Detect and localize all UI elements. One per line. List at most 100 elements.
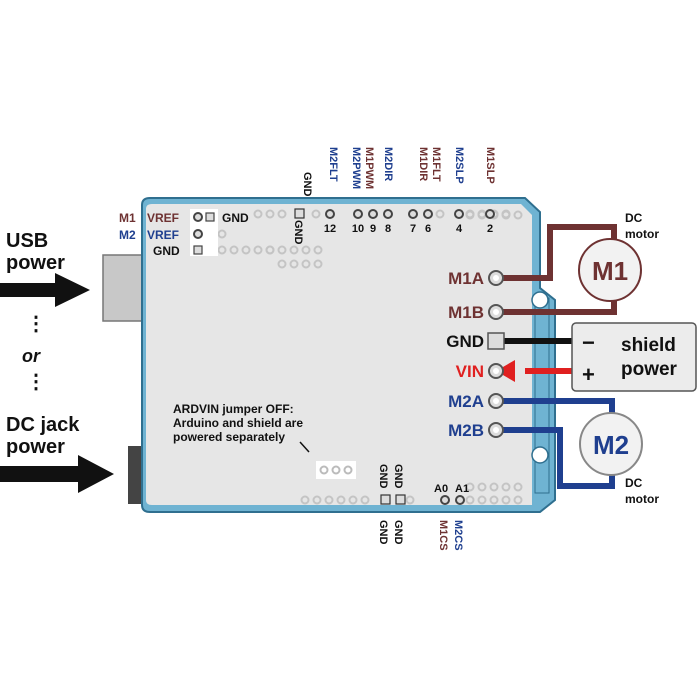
terminal-label-m2b: M2B [448, 421, 484, 440]
pin-hole [465, 495, 475, 505]
pin-hole [311, 209, 321, 219]
pin-hole [229, 245, 239, 255]
top-header-label-m1slp: M1SLP [484, 147, 496, 184]
dc-power-arrow [0, 455, 114, 493]
pin-number-9: 9 [370, 223, 376, 235]
ardvin-pin [331, 465, 341, 475]
m1b-wire [496, 298, 617, 315]
dc-label-line2: power [6, 436, 65, 458]
pin-hole [501, 495, 511, 505]
top-inner-gnd-label: GND [292, 220, 304, 245]
pin-number-4: 4 [456, 223, 463, 235]
digital-pin-8 [383, 209, 393, 219]
terminal-hole [493, 368, 499, 374]
pin-hole [360, 495, 370, 505]
terminal-m2a: M2A [448, 392, 504, 411]
vin-arrowhead [496, 360, 515, 382]
pin-hole [513, 482, 523, 492]
m1cs-label: M1CS [437, 520, 449, 551]
pin-hole [301, 245, 311, 255]
motor-m1-caption1: DC [625, 211, 643, 225]
pin-number-7: 7 [410, 223, 416, 235]
terminal-vin: VIN [456, 362, 504, 381]
terminal-hole [493, 275, 499, 281]
pin-hole [501, 482, 511, 492]
shield-power-line2: power [621, 359, 678, 380]
bottom-outer-gnd-2: GND [392, 520, 404, 545]
terminal-m1b: M1B [448, 303, 504, 322]
pin-hole [513, 210, 523, 220]
digital-pin-6 [423, 209, 433, 219]
terminal-m2b: M2B [448, 421, 504, 440]
usb-label-line1: USB [6, 230, 48, 252]
pin-number-2: 2 [487, 223, 493, 235]
terminal-gnd: GND [446, 332, 505, 351]
pin-hole [265, 209, 275, 219]
digital-pin-12 [325, 209, 335, 219]
pin-hole [489, 495, 499, 505]
a0-label: A0 [434, 483, 448, 495]
motor-m2-caption1: DC [625, 476, 643, 490]
pin-number-10: 10 [352, 223, 364, 235]
pin-hole [477, 482, 487, 492]
vref-m1-label: VREF [147, 211, 179, 225]
top-header-label-m1flt: M1FLT [430, 147, 442, 182]
motor-m1 [578, 238, 642, 302]
top-header-label-m2pwm: M2PWM [350, 147, 362, 189]
vref-m1-prefix: M1 [119, 211, 136, 225]
vref-gnd-pad [205, 212, 215, 222]
terminal-m1a: M1A [448, 269, 504, 288]
m2cs-label: M2CS [452, 520, 464, 551]
pin-hole [265, 245, 275, 255]
pin-hole [312, 495, 322, 505]
shield-power-box [571, 322, 697, 392]
pin-hole [289, 245, 299, 255]
dc-label-line1: DC jack [6, 414, 80, 436]
jumper-note-line2: Arduino and shield are [173, 416, 303, 430]
vref-gnd-left: GND [153, 244, 180, 258]
jumper-note-line1: ARDVIN jumper OFF: [173, 402, 294, 416]
pin-hole [405, 495, 415, 505]
pin-number-8: 8 [385, 223, 391, 235]
vref-gnd-right: GND [222, 211, 249, 225]
motor-m1-caption2: motor [625, 227, 659, 241]
ardvin-jumper-highlight [316, 461, 356, 479]
pin-hole [336, 495, 346, 505]
bottom-gnd-pad-1 [380, 494, 391, 505]
pin-hole [465, 210, 475, 220]
or-label: or [22, 346, 41, 366]
digital-pin-9 [368, 209, 378, 219]
pin-hole [465, 482, 475, 492]
motor-m2-caption2: motor [625, 492, 659, 506]
digital-pin-7 [408, 209, 418, 219]
jumper-note-line3: powered separately [173, 430, 285, 444]
bottom-outer-gnd-1: GND [377, 520, 389, 545]
pin-hole [313, 259, 323, 269]
pin-hole [289, 259, 299, 269]
digital-pin-10 [353, 209, 363, 219]
pin-hole [217, 229, 227, 239]
gnd-pad-top [294, 208, 305, 219]
terminal-hole [493, 398, 499, 404]
pin-hole [513, 495, 523, 505]
shield-minus: − [582, 330, 595, 355]
pin-number-12: 12 [324, 223, 336, 235]
a1-label: A1 [455, 483, 469, 495]
pin-hole [313, 245, 323, 255]
pin-hole [301, 259, 311, 269]
top-gnd-label: GND [301, 172, 313, 197]
motor-m2 [579, 412, 643, 476]
digital-pin-4 [454, 209, 464, 219]
shield-plus: + [582, 362, 595, 387]
vref-m2-pin [193, 229, 203, 239]
shield-power-line1: shield [621, 335, 676, 356]
terminal-hole [493, 309, 499, 315]
pin-hole [435, 209, 445, 219]
terminal-pad [487, 332, 505, 350]
pin-hole [277, 259, 287, 269]
terminal-label-m1b: M1B [448, 303, 484, 322]
vref-m1-pin [193, 212, 203, 222]
jumper-pointer [299, 441, 310, 453]
top-header-label-m1pwm: M1PWM [363, 147, 375, 189]
